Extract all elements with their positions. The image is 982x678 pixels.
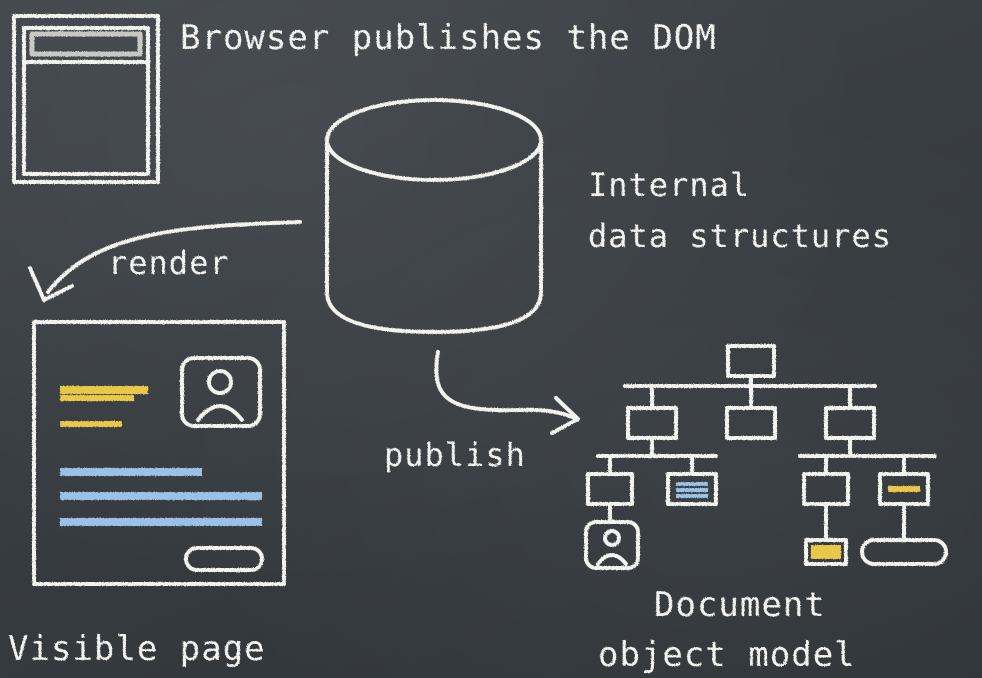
internal-label-line2: data structures [588, 217, 892, 255]
render-arrow [28, 220, 302, 302]
dom-label-line2: object model [598, 635, 856, 675]
dom-tree-icon [584, 344, 948, 570]
publish-label: publish [384, 436, 526, 474]
visible-page-frame [32, 320, 286, 586]
dom-label-line1: Document [654, 585, 826, 625]
publish-arrow [434, 350, 580, 435]
database-cylinder-icon [325, 98, 543, 334]
dom-tree-fills [676, 482, 920, 559]
internal-label-line1: Internal [588, 166, 750, 204]
visible-page-label: Visible page [8, 629, 266, 669]
page-text-lines [60, 386, 262, 526]
render-label: render [108, 244, 230, 282]
diagram-title: Browser publishes the DOM [180, 18, 717, 58]
browser-window-icon [12, 14, 160, 184]
